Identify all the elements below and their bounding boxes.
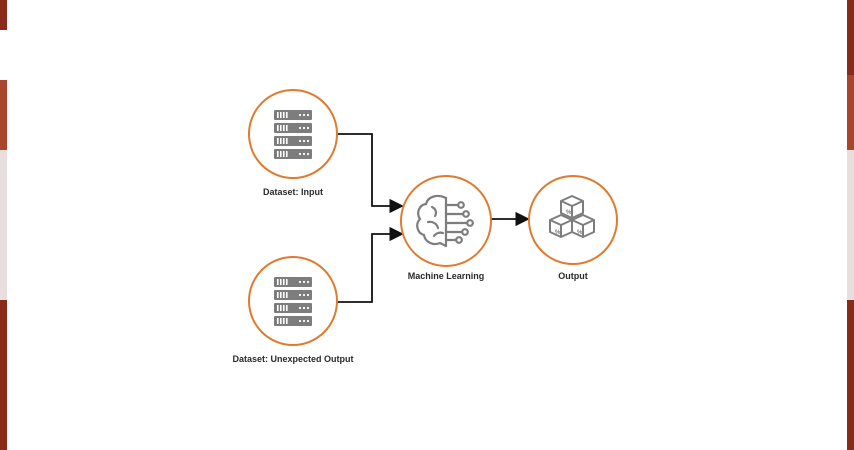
right-edge-strip (847, 0, 854, 450)
node-machine-learning (400, 175, 492, 267)
percent-marks: % % % (555, 210, 583, 236)
label-output: Output (558, 271, 588, 281)
node-dataset-unexpected-output (248, 256, 338, 346)
node-dataset-input (248, 89, 338, 179)
svg-text:%: % (555, 230, 561, 236)
brain-circuit-icon (416, 194, 474, 248)
cubes-icon (549, 195, 595, 238)
svg-text:%: % (566, 210, 572, 216)
label-dataset-unexpected-output: Dataset: Unexpected Output (232, 354, 354, 364)
left-edge-strip (0, 0, 7, 450)
label-dataset-input: Dataset: Input (262, 187, 324, 197)
svg-text:%: % (577, 230, 583, 236)
node-output: % % % (528, 175, 618, 265)
edge-unexpected-to-ml (336, 226, 404, 303)
label-machine-learning: Machine Learning (407, 271, 485, 281)
edge-input-to-ml (336, 133, 404, 214)
